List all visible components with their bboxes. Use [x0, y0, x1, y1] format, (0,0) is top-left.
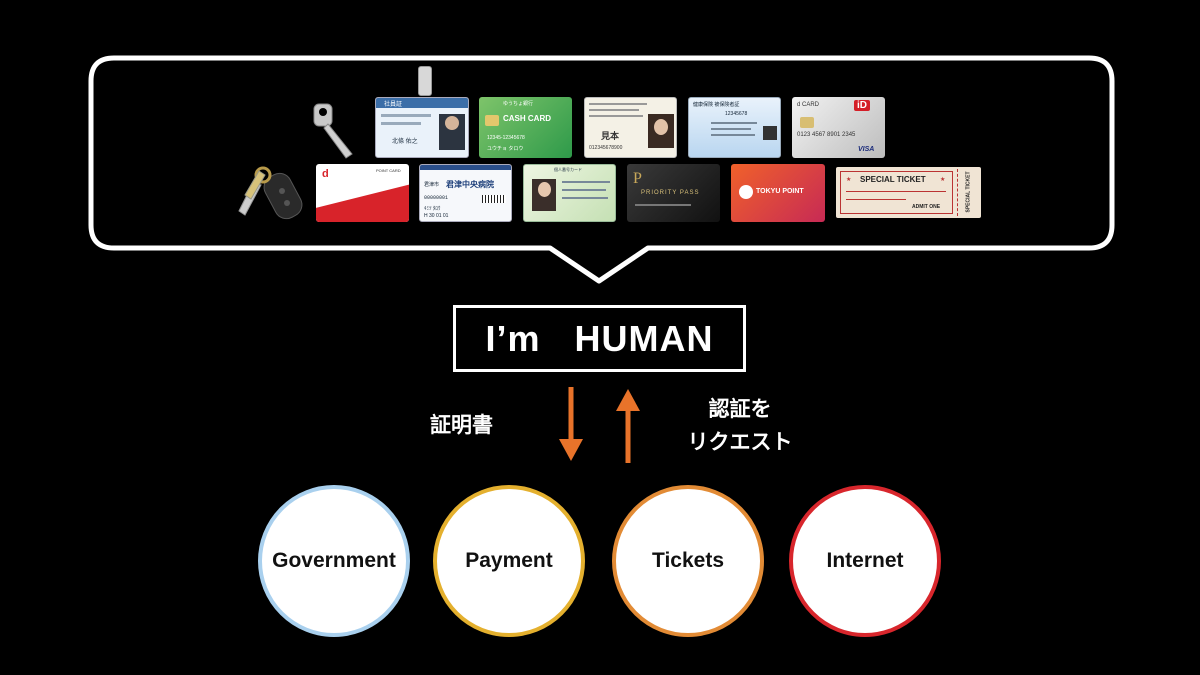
badge-clip-icon	[418, 66, 432, 96]
up-arrow-icon	[616, 389, 640, 463]
staff-id-header: 社員証	[384, 102, 403, 108]
credit-card-network: VISA	[858, 146, 875, 153]
key-icon	[313, 103, 353, 159]
hospital-date: H 30 01 01	[424, 213, 449, 219]
point-card-label: POINT CARD	[376, 168, 401, 173]
ticket-title: SPECIAL TICKET	[860, 175, 926, 184]
my-number-card: 個人番号カード	[523, 164, 616, 222]
license-number: 012345678900	[589, 145, 623, 151]
staff-id-card: 社員証 北條 佑之	[375, 97, 469, 158]
ticket-admit: ADMIT ONE	[912, 204, 941, 210]
priority-pass-card: P PRIORITY PASS	[627, 164, 720, 222]
tokyu-point-title: TOKYU POINT	[756, 188, 804, 195]
health-insurance-card: 健康保険 被保険者証 12345678	[688, 97, 781, 158]
hospital-name: 君津中央病院	[446, 180, 494, 189]
auth-request-line1: 認証を	[708, 397, 772, 421]
hospital-card: 君津市 君津中央病院 00000001 ｷﾐﾂ ﾀﾛｳ H 30 01 01	[419, 164, 512, 222]
health-insurance-title: 健康保険 被保険者証	[693, 102, 740, 108]
license-name: 見本	[601, 131, 620, 141]
government-label: Government	[272, 549, 396, 572]
internet-circle: Internet	[789, 485, 941, 637]
credit-card-brand: d CARD	[797, 102, 820, 108]
tokyu-point-card: TOKYU POINT	[731, 164, 825, 222]
auth-request-label: 認証を リクエスト	[680, 393, 800, 459]
im-label: I’m	[485, 317, 541, 359]
internet-label: Internet	[826, 549, 904, 572]
tickets-label: Tickets	[652, 549, 724, 572]
payment-circle: Payment	[433, 485, 585, 637]
cash-card-holder: ユウチョ タロウ	[487, 146, 524, 152]
staff-id-name: 北條 佑之	[392, 139, 418, 145]
hospital-patient-number: 00000001	[424, 195, 449, 201]
car-key-icon	[238, 166, 303, 220]
im-human-box: I’m HUMAN	[453, 305, 746, 372]
cash-card-number: 12345-12345678	[487, 135, 525, 141]
point-card-logo: d	[322, 168, 329, 180]
special-ticket: SPECIAL TICKET ★ ★ ADMIT ONE SPECIAL TIC…	[836, 167, 981, 218]
health-insurance-number: 12345678	[725, 111, 748, 117]
human-label: HUMAN	[574, 317, 714, 359]
priority-pass-title: PRIORITY PASS	[641, 190, 700, 196]
cash-card-bank: ゆうちょ銀行	[503, 101, 534, 107]
down-arrow-icon	[559, 387, 583, 461]
hospital-city: 君津市	[424, 182, 440, 188]
hospital-patient-name: ｷﾐﾂ ﾀﾛｳ	[424, 206, 441, 212]
ticket-stub: SPECIAL TICKET	[965, 171, 972, 213]
certificate-label: 証明書	[430, 413, 493, 437]
tickets-circle: Tickets	[612, 485, 764, 637]
credit-card-id-logo: iD	[854, 100, 870, 111]
driver-license-card: 見本 012345678900	[584, 97, 677, 158]
credit-card-number: 0123 4567 8901 2345	[797, 132, 856, 138]
d-credit-card: d CARD iD 0123 4567 8901 2345 VISA	[792, 97, 885, 158]
cash-card: ゆうちょ銀行 CASH CARD 12345-12345678 ユウチョ タロウ	[479, 97, 572, 158]
government-circle: Government	[258, 485, 410, 637]
payment-label: Payment	[465, 549, 553, 572]
auth-request-line2: リクエスト	[687, 430, 793, 454]
cash-card-title: CASH CARD	[503, 114, 551, 123]
d-point-card: d POINT CARD	[316, 164, 409, 222]
my-number-title: 個人番号カード	[554, 167, 582, 172]
